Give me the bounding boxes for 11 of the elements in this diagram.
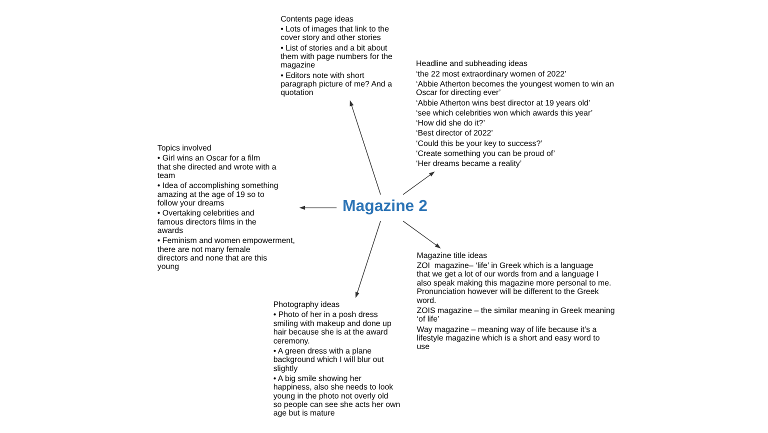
arrow <box>354 220 380 298</box>
node-text: Photography ideas • Photo of her in a posh dress smiling with makeup and done up hair because she is at the award ceremony. • A green dress with a plane background which I will blur out slightly • A big smile showing her happiness, also she needs to look young in the photo not overly old so people can see she acts her own age but is mature <box>272 300 400 418</box>
node-text: Magazine title ideas ZOI magazine– ‘life’ in Greek which is a language that we get a lot of our words from and a language I also speak making this magazine more personal to me. Pronunciation however will be different to the Greek word. ZOIS magazine – the similar meaning in Greek meaning ‘of life’ Way magazine – meaning way of life because it’s a lifestyle magazine which is a short and easy word to use <box>416 250 614 352</box>
node-text: Headline and subheading ideas ‘the 22 most extraordinary women of 2022’ ‘Abbie Atherton becomes the youngest women to win an Oscar for directing ever’ ‘Abbie Atherton wins best director at 19 years old’ ‘see which celebrities won which awards this year’ ‘How did she do it?’ ‘Best director of 2022’ ‘Could this be your key to success?’ ‘Create something you can be proud of’ ‘Her dreams became a reality’ <box>416 59 614 168</box>
arrow <box>349 100 380 195</box>
node-text: Contents page ideas • Lots of images that link to the cover story and other stories • List of stories and a bit about them with page numbers for the magazine • Editors note with short paragraph picture of me? And a quotation <box>280 14 392 98</box>
node-text: Magazine 2 <box>342 198 427 216</box>
node-text: Topics involved • Girl wins an Oscar for a film that she directed and wrote with a team • Idea of accomplishing something amazing at the age of 19 so to follow your dreams • Overtaking celebrities and famous directors films in the awards • Feminism and women empowerment, there are not many female directors and none that are this young <box>156 143 295 272</box>
arrow <box>298 206 336 210</box>
arrow <box>402 220 440 248</box>
arrow <box>402 172 434 195</box>
